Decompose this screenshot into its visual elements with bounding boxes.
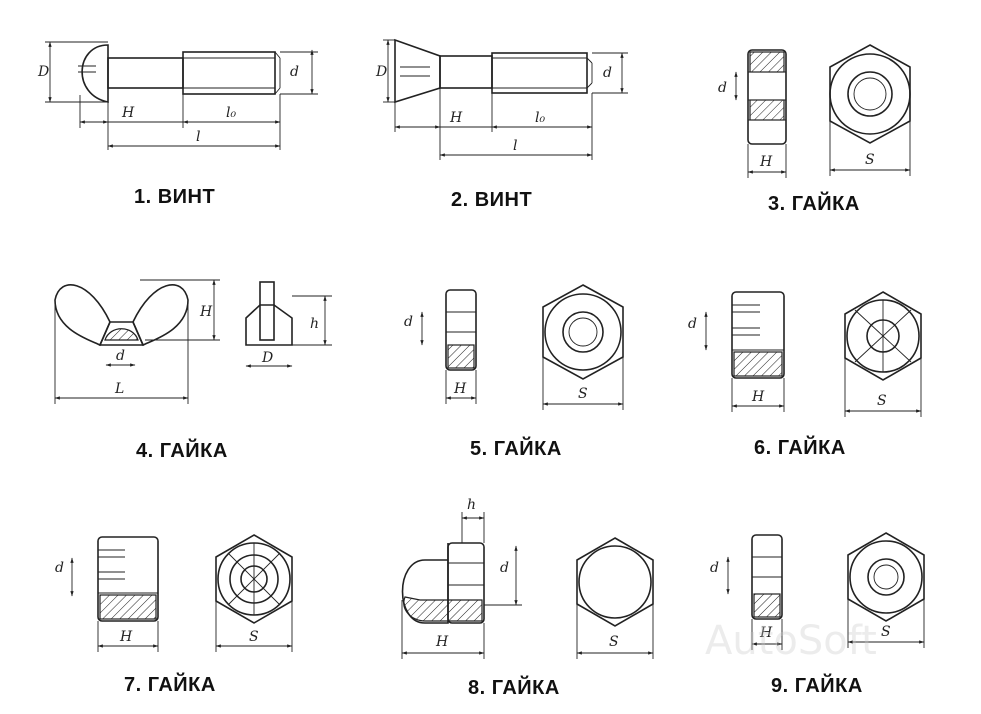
item-1-dim-l0: l₀ <box>226 105 236 121</box>
caption-item-7: 7. ГАЙКА <box>124 674 216 696</box>
item-5-dim-S: S <box>578 386 588 402</box>
item-8-cap-nut: h d H S <box>401 497 654 659</box>
item-3-dim-H: H <box>759 154 773 170</box>
caption-item-5: 5. ГАЙКА <box>470 438 562 460</box>
item-7-dim-H: H <box>119 629 133 645</box>
item-6-dim-d: d <box>688 316 697 332</box>
item-3-dim-d: d <box>718 80 727 96</box>
item-1-dim-d: d <box>290 64 299 80</box>
item-6-dim-S: S <box>877 393 887 409</box>
item-8-dim-S: S <box>609 634 619 650</box>
item-3-nut: d H S <box>718 44 911 178</box>
item-2-dim-D: D <box>375 64 387 80</box>
item-9-dim-H: H <box>759 625 773 641</box>
item-7-nut: d H S <box>55 534 293 652</box>
item-1-screw: D d H l₀ l <box>37 41 318 150</box>
item-2-dim-H: H <box>449 110 463 126</box>
caption-item-4: 4. ГАЙКА <box>136 440 228 462</box>
item-8-dim-H: H <box>435 634 449 650</box>
item-6-dim-H: H <box>751 389 765 405</box>
item-1-dim-D: D <box>37 64 49 80</box>
item-9-dim-d: d <box>710 560 719 576</box>
caption-item-2: 2. ВИНТ <box>451 189 533 211</box>
item-2-dim-l: l <box>513 138 517 154</box>
item-9-nut: d H S <box>710 532 925 650</box>
item-8-dim-h: h <box>467 497 476 513</box>
caption-item-1: 1. ВИНТ <box>134 186 216 208</box>
caption-item-8: 8. ГАЙКА <box>468 677 560 699</box>
item-6-nut: d H S <box>688 291 922 417</box>
caption-item-9: 9. ГАЙКА <box>771 675 863 697</box>
item-5-dim-d: d <box>404 314 413 330</box>
item-1-dim-l: l <box>196 129 200 145</box>
item-8-dim-d: d <box>500 560 509 576</box>
item-4-dim-h: h <box>310 316 319 332</box>
caption-item-3: 3. ГАЙКА <box>768 193 860 215</box>
item-1-dim-H: H <box>121 105 135 121</box>
item-5-dim-H: H <box>453 381 467 397</box>
item-7-dim-S: S <box>249 629 259 645</box>
caption-item-6: 6. ГАЙКА <box>754 437 846 459</box>
item-4-dim-L: L <box>114 381 124 397</box>
watermark: AutoSoft <box>705 618 877 664</box>
item-9-dim-S: S <box>881 624 891 640</box>
item-4-dim-D: D <box>261 350 273 366</box>
item-2-dim-l0: l₀ <box>535 110 545 126</box>
item-7-dim-d: d <box>55 560 64 576</box>
item-2-screw: D d H l₀ l <box>375 38 628 160</box>
item-4-dim-H: H <box>199 304 213 320</box>
item-3-dim-S: S <box>865 152 875 168</box>
item-5-nut: d H S <box>404 284 624 410</box>
item-4-dim-d: d <box>116 348 125 364</box>
item-4-wing-nut: H d L h D <box>54 279 332 404</box>
item-2-dim-d: d <box>603 65 612 81</box>
